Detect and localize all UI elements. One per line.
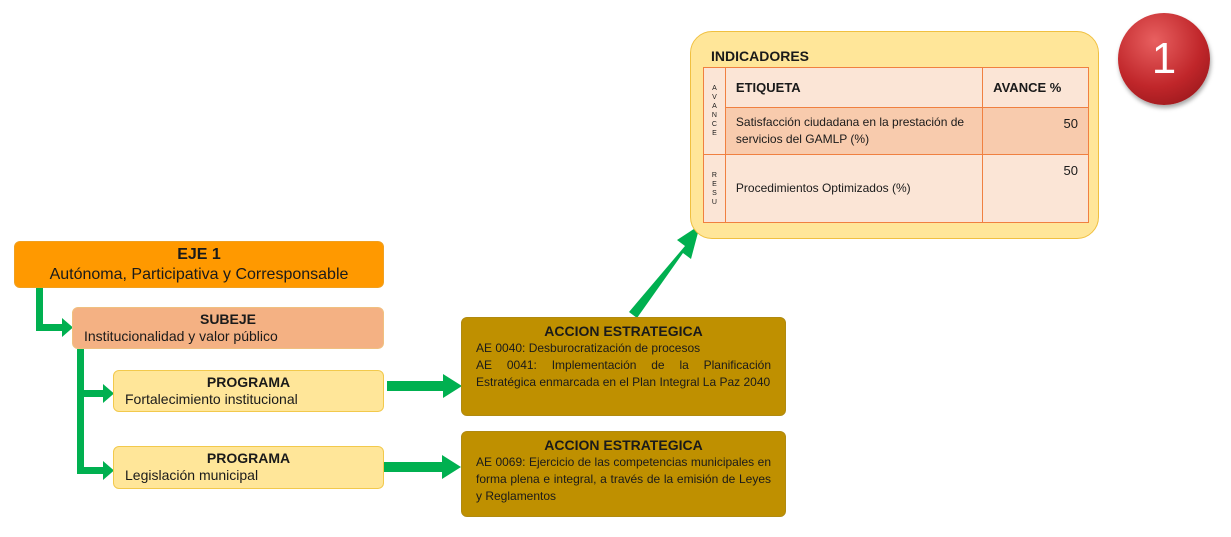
programa-box-1: PROGRAMA Fortalecimiento institucional <box>113 370 384 412</box>
subeje-title: SUBEJE <box>199 311 257 327</box>
indicadores-title: INDICADORES <box>711 48 810 64</box>
table-row: Satisfacción ciudadana en la prestación … <box>704 107 1089 155</box>
accion-title: ACCION ESTRATEGICA <box>544 437 703 453</box>
programa-box-2: PROGRAMA Legislación municipal <box>113 446 384 489</box>
programa-subtitle: Legislación municipal <box>125 467 259 483</box>
header-etiqueta: ETIQUETA <box>724 67 984 108</box>
header-avance: AVANCE % <box>982 67 1089 108</box>
accion-estrategica-box-1: ACCION ESTRATEGICA AE 0040: Desburocrati… <box>461 317 786 416</box>
accion-line: AE 0040: Desburocratización de procesos <box>476 341 701 355</box>
programa-title: PROGRAMA <box>206 374 291 390</box>
row-avance: 50 <box>982 154 1089 223</box>
accion-title: ACCION ESTRATEGICA <box>544 323 703 339</box>
accion-line: AE 0069: Ejercicio de las competencias m… <box>476 455 771 503</box>
eje-subtitle: Autónoma, Participativa y Corresponsable <box>49 266 349 283</box>
row-etiqueta: Procedimientos Optimizados (%) <box>724 154 984 223</box>
number-badge: 1 <box>1118 13 1210 105</box>
row-avance: 50 <box>982 107 1089 155</box>
subeje-subtitle: Institucionalidad y valor público <box>84 328 278 344</box>
accion-estrategica-box-2: ACCION ESTRATEGICA AE 0069: Ejercicio de… <box>461 431 786 517</box>
programa-subtitle: Fortalecimiento institucional <box>125 391 298 407</box>
eje-box: EJE 1 Autónoma, Participativa y Correspo… <box>14 241 384 288</box>
row-etiqueta: Satisfacción ciudadana en la prestación … <box>724 107 984 155</box>
subeje-box: SUBEJE Institucionalidad y valor público <box>72 307 384 349</box>
accion-line: AE 0041: Implementación de la Planificac… <box>476 358 771 389</box>
eje-title: EJE 1 <box>177 246 221 263</box>
programa-title: PROGRAMA <box>206 450 291 466</box>
